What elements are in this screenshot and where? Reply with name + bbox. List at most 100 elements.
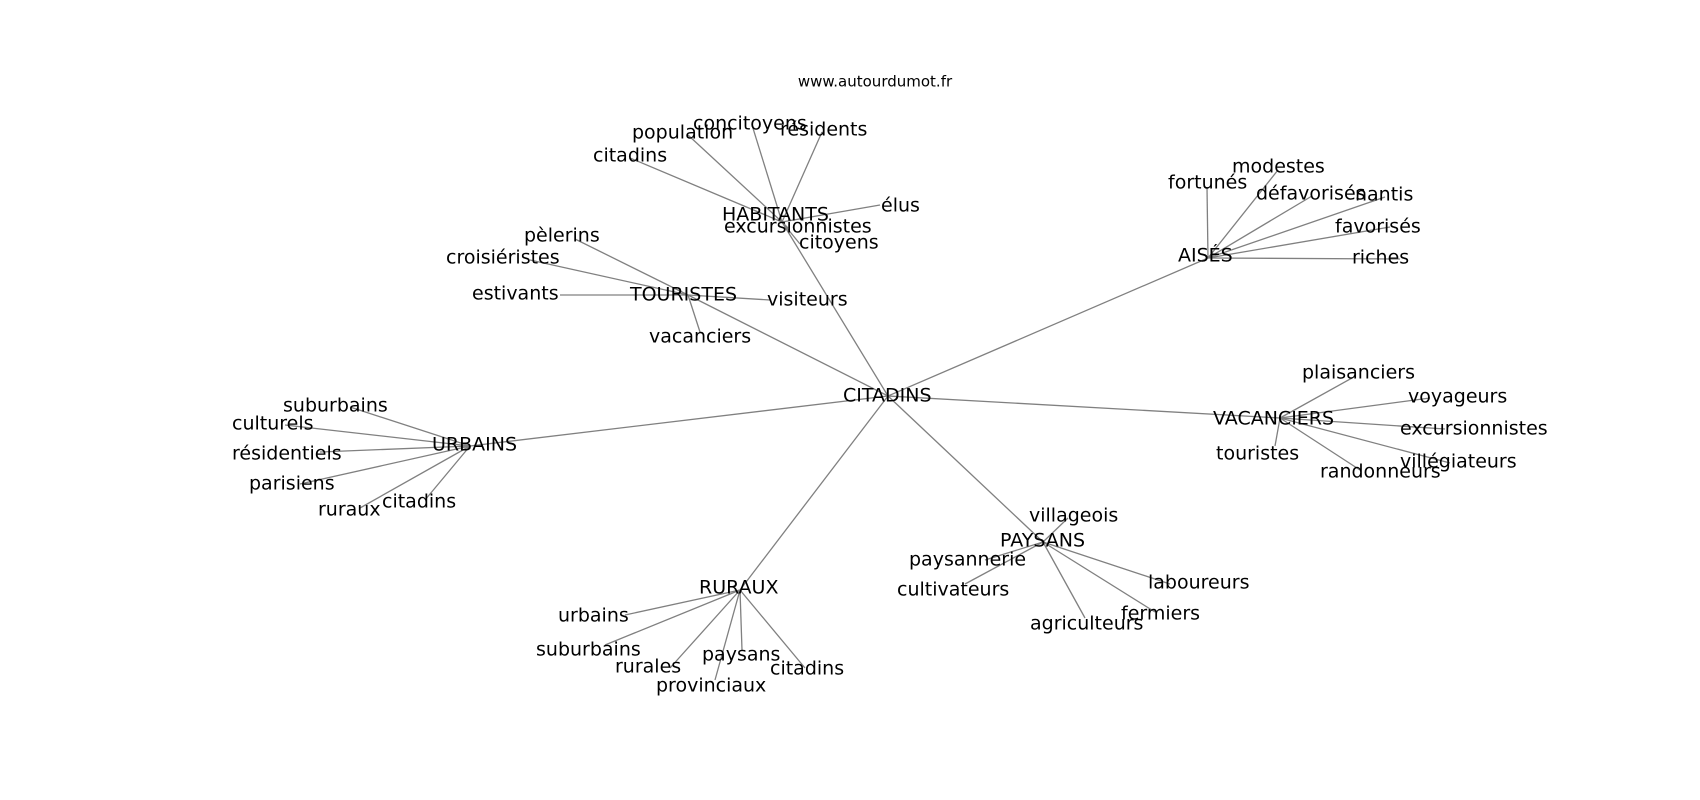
hub-node-paysans[interactable]: PAYSANS (1000, 530, 1085, 552)
edge-ruraux-leaf-0 (624, 589, 741, 616)
hub-node-aises[interactable]: AISÉS (1178, 244, 1233, 267)
edge-touristes-leaf-1 (529, 259, 689, 296)
edges-layer (284, 124, 1451, 681)
leaf-node-paysans-1[interactable]: paysannerie (909, 549, 1026, 571)
leaf-node-aises-1[interactable]: modestes (1232, 156, 1325, 178)
edge-urbains-leaf-5 (424, 445, 471, 501)
leaf-node-aises-3[interactable]: nantis (1355, 184, 1413, 206)
leaf-node-habitants-6[interactable]: citoyens (799, 232, 879, 254)
leaf-node-paysans-0[interactable]: villageois (1029, 505, 1118, 527)
leaf-node-vacanciers-2[interactable]: excursionnistes (1400, 418, 1548, 440)
edge-aises-leaf-5 (1207, 257, 1401, 260)
leaf-node-habitants-4[interactable]: élus (881, 195, 920, 217)
edge-paysans-leaf-4 (1042, 541, 1156, 613)
leaf-node-touristes-4[interactable]: visiteurs (767, 289, 848, 311)
edge-vacanciers-leaf-3 (1274, 417, 1281, 447)
leaf-node-touristes-0[interactable]: pèlerins (524, 225, 600, 247)
leaf-node-paysans-2[interactable]: cultivateurs (897, 579, 1009, 601)
labels-layer: www.autourdumot.fr populationconcitoyens… (232, 73, 1548, 697)
root-node[interactable]: CITADINS (843, 385, 932, 407)
edge-urbains-leaf-3 (299, 445, 471, 485)
leaf-node-urbains-2[interactable]: résidentiels (232, 443, 342, 465)
edge-vacanciers-leaf-4 (1279, 417, 1451, 464)
leaf-node-vacanciers-4[interactable]: villégiateurs (1400, 451, 1517, 473)
edge-vacanciers-leaf-1 (1279, 397, 1431, 419)
leaf-node-urbains-0[interactable]: suburbains (283, 395, 388, 417)
edge-ruraux-leaf-3 (714, 589, 741, 681)
edge-ruraux-leaf-2 (669, 589, 741, 669)
leaf-node-aises-2[interactable]: défavorisés (1256, 183, 1366, 205)
edge-root-habitants (781, 221, 889, 397)
edge-urbains-leaf-2 (319, 445, 471, 453)
leaf-node-urbains-1[interactable]: culturels (232, 413, 314, 435)
edge-ruraux-leaf-4 (739, 589, 743, 651)
edge-aises-leaf-4 (1207, 226, 1391, 259)
leaf-node-vacanciers-1[interactable]: voyageurs (1408, 386, 1507, 408)
edge-habitants-leaf-0 (687, 134, 783, 223)
edge-paysans-leaf-5 (1042, 541, 1171, 585)
leaf-node-habitants-0[interactable]: population (632, 122, 733, 144)
hub-node-urbains[interactable]: URBAINS (432, 434, 517, 456)
edge-root-urbains (469, 395, 889, 447)
edge-habitants-leaf-1 (751, 124, 783, 223)
hub-node-ruraux[interactable]: RURAUX (699, 577, 778, 599)
leaf-node-urbains-4[interactable]: ruraux (318, 499, 381, 521)
edge-paysans-leaf-2 (964, 541, 1044, 585)
hub-node-habitants[interactable]: HABITANTS (722, 204, 829, 226)
edge-vacanciers-leaf-5 (1279, 417, 1361, 471)
leaf-node-ruraux-2[interactable]: rurales (615, 656, 681, 678)
leaf-node-aises-5[interactable]: riches (1352, 247, 1409, 269)
edge-touristes-leaf-3 (687, 294, 701, 333)
edge-urbains-leaf-0 (349, 406, 471, 447)
leaf-node-habitants-2[interactable]: résidents (780, 119, 867, 141)
edge-touristes-leaf-4 (687, 294, 771, 301)
leaf-node-ruraux-5[interactable]: citadins (770, 658, 844, 680)
hub-node-vacanciers[interactable]: VACANCIERS (1213, 408, 1334, 430)
leaf-node-aises-0[interactable]: fortunés (1168, 172, 1247, 194)
edge-root-paysans (887, 395, 1044, 543)
edge-root-touristes (687, 294, 889, 397)
leaf-node-vacanciers-0[interactable]: plaisanciers (1302, 362, 1415, 384)
leaf-node-paysans-5[interactable]: laboureurs (1148, 572, 1250, 594)
edge-vacanciers-leaf-2 (1279, 417, 1446, 430)
edge-root-ruraux (739, 395, 889, 591)
edge-aises-leaf-3 (1207, 196, 1386, 259)
leaf-node-paysans-3[interactable]: agriculteurs (1030, 613, 1143, 635)
edge-habitants-leaf-3 (629, 157, 783, 223)
leaf-node-ruraux-0[interactable]: urbains (558, 605, 629, 627)
edge-aises-leaf-1 (1207, 169, 1279, 259)
edge-aises-leaf-0 (1206, 186, 1209, 259)
edge-paysans-leaf-1 (984, 541, 1044, 561)
leaf-node-urbains-3[interactable]: parisiens (249, 473, 335, 495)
leaf-node-touristes-2[interactable]: estivants (472, 283, 559, 305)
edge-paysans-leaf-3 (1042, 541, 1086, 619)
leaf-node-paysans-4[interactable]: fermiers (1121, 603, 1200, 625)
edge-urbains-leaf-4 (359, 445, 471, 509)
edge-ruraux-leaf-5 (739, 589, 806, 669)
leaf-node-aises-4[interactable]: favorisés (1335, 216, 1421, 238)
leaf-node-vacanciers-5[interactable]: randonneurs (1320, 461, 1441, 483)
edge-root-vacanciers (887, 395, 1281, 419)
edge-ruraux-leaf-1 (604, 589, 741, 646)
leaf-node-habitants-1[interactable]: concitoyens (693, 113, 807, 135)
leaf-node-touristes-1[interactable]: croisiéristes (446, 247, 560, 269)
site-watermark: www.autourdumot.fr (798, 73, 953, 91)
leaf-node-ruraux-3[interactable]: provinciaux (656, 675, 766, 697)
leaf-node-ruraux-1[interactable]: suburbains (536, 639, 641, 661)
edge-paysans-leaf-0 (1042, 517, 1069, 543)
edge-aises-leaf-2 (1207, 195, 1313, 259)
hub-node-touristes[interactable]: TOURISTES (629, 284, 737, 306)
edge-habitants-leaf-2 (781, 131, 823, 223)
edge-habitants-leaf-6 (781, 221, 801, 245)
leaf-node-urbains-5[interactable]: citadins (382, 491, 456, 513)
edge-urbains-leaf-1 (284, 424, 471, 447)
edge-touristes-leaf-0 (574, 238, 689, 296)
leaf-node-habitants-3[interactable]: citadins (593, 145, 667, 167)
leaf-node-touristes-3[interactable]: vacanciers (649, 326, 751, 348)
edge-vacanciers-leaf-0 (1279, 377, 1353, 419)
leaf-node-habitants-5[interactable]: excursionnistes (724, 216, 872, 238)
leaf-node-vacanciers-3[interactable]: touristes (1216, 443, 1299, 465)
leaf-node-ruraux-4[interactable]: paysans (702, 644, 780, 666)
edge-habitants-leaf-4 (781, 204, 881, 223)
